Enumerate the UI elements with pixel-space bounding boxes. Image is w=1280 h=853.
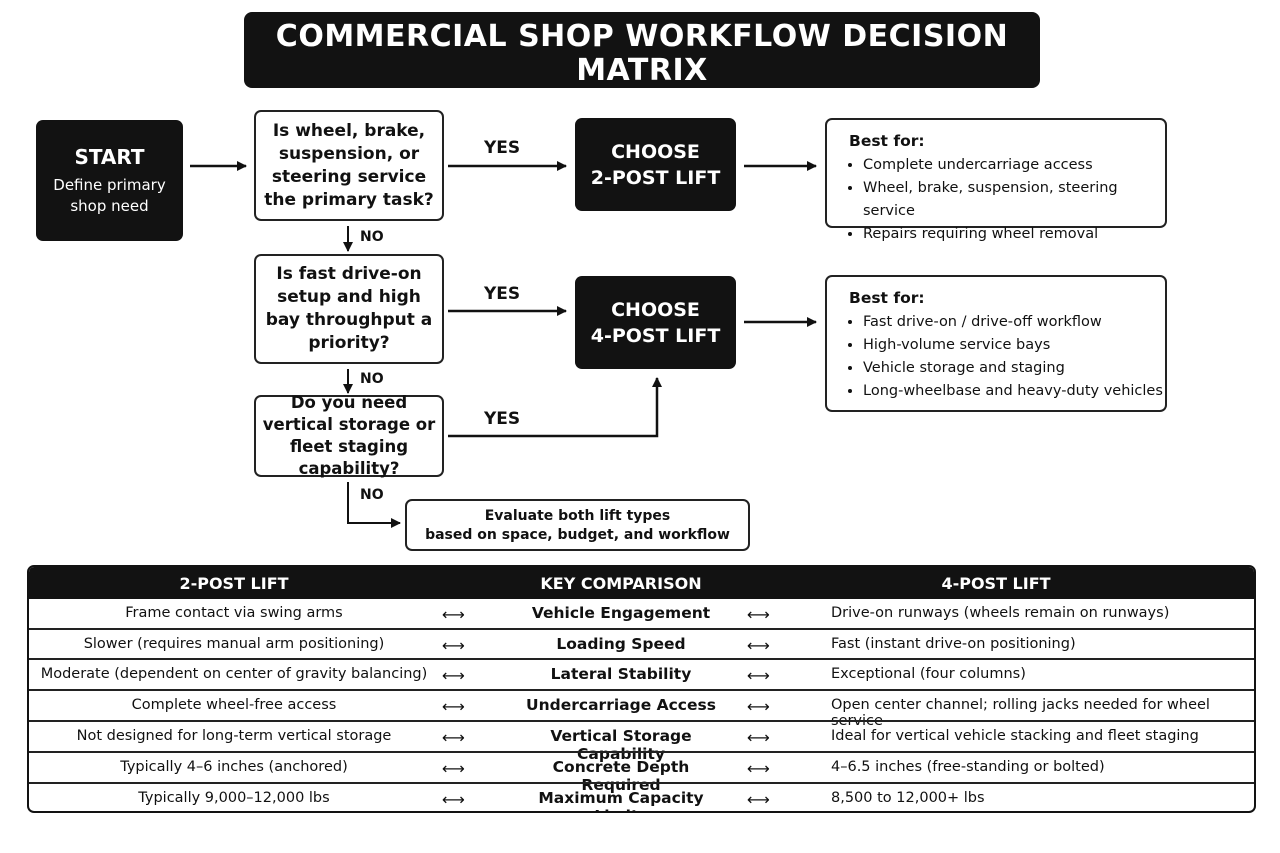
arrow-q3-no (347, 482, 401, 528)
table-row: Complete wheel-free access ⟷ Undercarria… (29, 689, 1254, 729)
best-for-4-post: Best for: Fast drive-on / drive-off work… (825, 275, 1167, 412)
title-banner: COMMERCIAL SHOP WORKFLOW DECISION MATRIX… (244, 12, 1040, 115)
row-key: Vertical Storage Capability (550, 727, 692, 763)
double-arrow-icon: ⟷ (442, 605, 465, 624)
double-arrow-icon: ⟷ (442, 790, 465, 809)
best-4-item: Long-wheelbase and heavy-duty vehicles (863, 380, 1165, 403)
label-no-3: NO (360, 487, 384, 503)
header-4-post: 4-POST LIFT (941, 574, 1051, 593)
choose-4-line1: CHOOSE (611, 298, 700, 321)
table-row: Frame contact via swing arms ⟷ Vehicle E… (29, 599, 1254, 630)
table-row: Slower (requires manual arm positioning)… (29, 628, 1254, 661)
choose-2-line2: 2-POST LIFT (590, 166, 721, 189)
row-4-post-value: Fast (instant drive-on positioning) (831, 636, 1076, 652)
row-2-post-value: Complete wheel-free access (131, 697, 337, 713)
double-arrow-icon: ⟷ (747, 697, 770, 716)
row-2-post-value: Not designed for long-term vertical stor… (76, 728, 392, 744)
comparison-table: 2-POST LIFT KEY COMPARISON 4-POST LIFT F… (27, 565, 1256, 813)
row-2-post-value: Typically 4–6 inches (anchored) (120, 759, 348, 775)
row-4-post-value: 8,500 to 12,000+ lbs (831, 790, 985, 806)
label-yes-2: YES (484, 284, 521, 304)
evaluate-line1: Evaluate both lift types (484, 508, 671, 524)
table-row: Not designed for long-term vertical stor… (29, 720, 1254, 763)
table-row: Typically 9,000–12,000 lbs ⟷ Maximum Cap… (29, 782, 1254, 811)
best-4-item: Fast drive-on / drive-off workflow (863, 311, 1165, 334)
start-title: START (74, 144, 145, 169)
double-arrow-icon: ⟷ (442, 636, 465, 655)
double-arrow-icon: ⟷ (442, 697, 465, 716)
evaluate-line2: based on space, budget, and workflow (425, 527, 730, 543)
choose-2-line1: CHOOSE (611, 140, 700, 163)
best-4-item: Vehicle storage and staging (863, 357, 1165, 380)
best-for-2-post: Best for: Complete undercarriage access … (825, 118, 1167, 242)
best-2-item: Repairs requiring wheel removal (863, 223, 1165, 246)
label-yes-3: YES (484, 409, 521, 429)
row-key: Lateral Stability (550, 665, 692, 683)
row-key: Maximum Capacity Limits (538, 789, 704, 811)
row-key: Loading Speed (556, 635, 686, 653)
row-key: Concrete Depth Required (552, 758, 690, 794)
row-2-post-value: Frame contact via swing arms (125, 605, 343, 621)
best-2-heading: Best for: (849, 132, 925, 150)
choose-4-post: CHOOSE 4-POST LIFT (575, 276, 736, 369)
start-node: START Define primary shop need (36, 120, 183, 241)
question-1: Is wheel, brake, suspension, or steering… (254, 110, 444, 221)
row-2-post-value: Typically 9,000–12,000 lbs (138, 790, 330, 806)
double-arrow-icon: ⟷ (747, 605, 770, 624)
row-4-post-value: Ideal for vertical vehicle stacking and … (831, 728, 1199, 744)
page-title: COMMERCIAL SHOP WORKFLOW DECISION MATRIX (275, 19, 1009, 88)
table-row: Typically 4–6 inches (anchored) ⟷ Concre… (29, 751, 1254, 794)
label-no-2: NO (360, 371, 384, 387)
evaluate-box: Evaluate both lift types based on space,… (405, 499, 750, 551)
page-subtitle: Select the Right Lift: 2-Post vs 4-Post (398, 89, 886, 115)
question-2: Is fast drive-on setup and high bay thro… (254, 254, 444, 364)
start-text: Define primary shop need (53, 175, 166, 215)
choose-2-post: CHOOSE 2-POST LIFT (575, 118, 736, 211)
arrow-q3-yes (448, 377, 662, 438)
double-arrow-icon: ⟷ (442, 666, 465, 685)
double-arrow-icon: ⟷ (747, 759, 770, 778)
row-2-post-value: Moderate (dependent on center of gravity… (40, 666, 428, 682)
row-4-post-value: Drive-on runways (wheels remain on runwa… (831, 605, 1170, 621)
header-key-comparison: KEY COMPARISON (540, 574, 702, 593)
best-2-item: Complete undercarriage access (863, 154, 1165, 177)
double-arrow-icon: ⟷ (747, 666, 770, 685)
table-header: 2-POST LIFT KEY COMPARISON 4-POST LIFT (29, 567, 1254, 599)
choose-4-line2: 4-POST LIFT (590, 324, 721, 347)
row-4-post-value: Exceptional (four columns) (831, 666, 1026, 682)
row-2-post-value: Slower (requires manual arm positioning) (83, 636, 385, 652)
double-arrow-icon: ⟷ (442, 728, 465, 747)
double-arrow-icon: ⟷ (747, 636, 770, 655)
label-no-1: NO (360, 229, 384, 245)
double-arrow-icon: ⟷ (747, 790, 770, 809)
best-4-item: High-volume service bays (863, 334, 1165, 357)
best-2-item: Wheel, brake, suspension, steering servi… (863, 177, 1165, 223)
table-row: Moderate (dependent on center of gravity… (29, 658, 1254, 691)
question-3: Do you need vertical storage or fleet st… (254, 393, 444, 478)
row-key: Undercarriage Access (526, 696, 716, 714)
header-2-post: 2-POST LIFT (179, 574, 289, 593)
label-yes-1: YES (484, 138, 521, 158)
row-key: Vehicle Engagement (531, 604, 711, 622)
row-4-post-value: 4–6.5 inches (free-standing or bolted) (831, 759, 1105, 775)
double-arrow-icon: ⟷ (747, 728, 770, 747)
double-arrow-icon: ⟷ (442, 759, 465, 778)
best-4-heading: Best for: (849, 289, 925, 307)
